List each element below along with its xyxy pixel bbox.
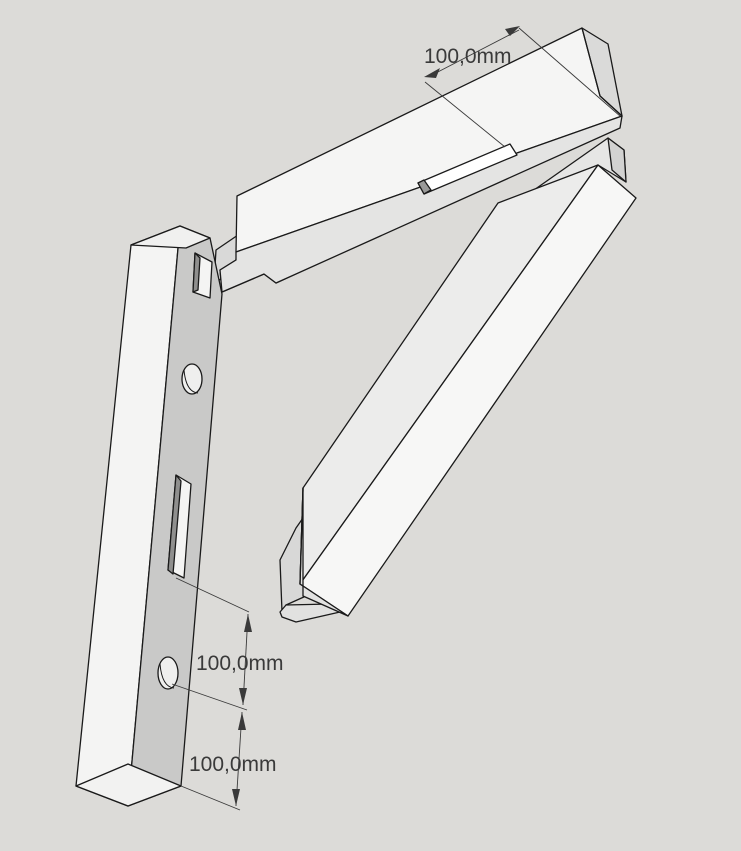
dimension-label-lower-spacing[interactable]: 100,0mm [189,753,277,776]
dim-lower-arrow-top [238,712,246,730]
post-upper-bolt-hole [181,363,203,395]
top-rail-bottom-face [219,115,623,293]
post-lower-bolt-hole [157,656,179,690]
top-rail-edge [581,27,601,97]
top-rail[interactable] [213,27,623,293]
post-lower-bolt-hole-rim [159,663,175,689]
dim-top-extension-a [518,27,621,117]
brace-upper-tenon-side [607,137,627,183]
vertical-post[interactable] [75,225,223,807]
diagonal-brace[interactable] [279,137,637,623]
dimension-arrows [232,26,520,806]
top-rail-edge-2 [599,95,623,117]
dim-lower-arrow-bottom [232,789,240,806]
dim-upper-arrow-top [244,614,252,632]
dimension-label-upper-spacing[interactable]: 100,0mm [196,652,284,675]
dim-extension-middle [171,683,248,711]
post-upper-bolt-hole-rim [183,369,199,394]
dim-top-dimension-line [431,29,520,76]
dim-extension-upper [175,577,250,613]
dim-top-arrow-left [424,68,440,78]
dim-top-extension-b [424,81,506,148]
dim-extension-lower [180,785,241,811]
post-middle-mortise-inner [167,474,182,575]
dimension-label-top-width[interactable]: 100,0mm [424,45,512,68]
brace-edge [299,487,304,585]
top-rail-mortise-shadow [417,179,432,195]
post-top-face [130,225,211,249]
dim-upper-arrow-bottom [239,688,247,705]
dim-top-arrow-right [505,26,520,36]
post-upper-mortise-inner [192,252,201,293]
